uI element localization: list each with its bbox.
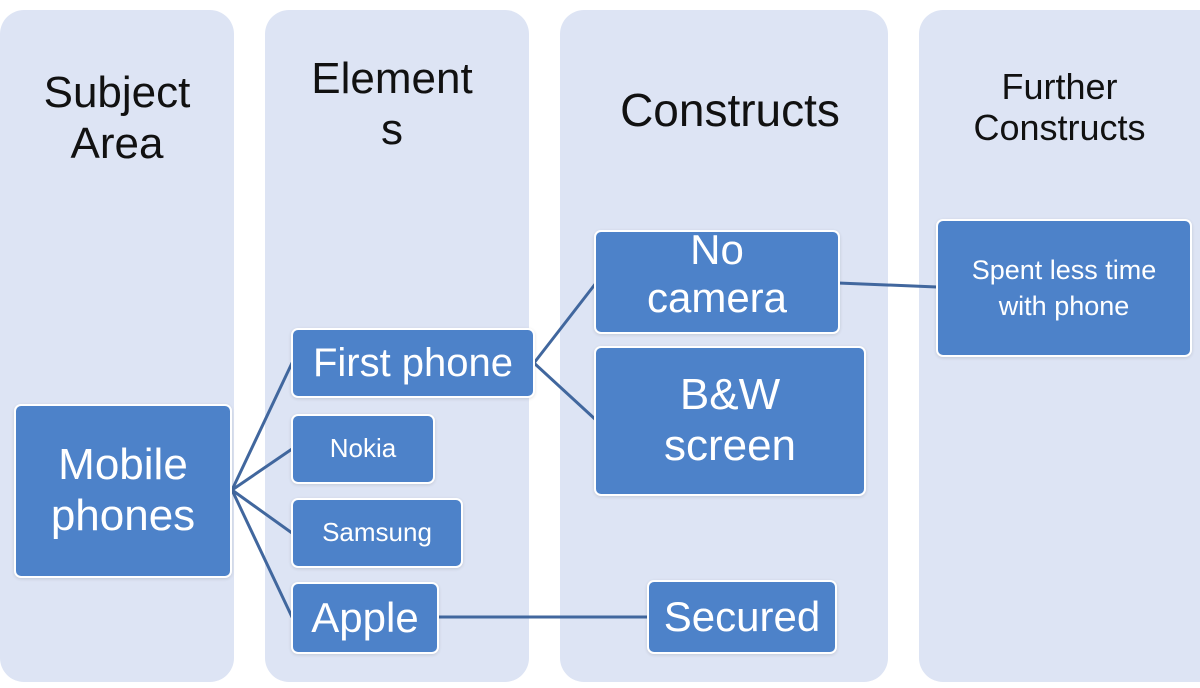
column-title-line: Further bbox=[1001, 66, 1118, 107]
column-title-line: Subject bbox=[43, 68, 191, 117]
column-title-line: Constructs bbox=[620, 84, 840, 136]
node-label-line: screen bbox=[663, 421, 797, 470]
node-bw-screen: B&W screen bbox=[594, 346, 866, 496]
node-label: Apple bbox=[311, 593, 419, 641]
column-title-further-constructs: Further Constructs bbox=[919, 66, 1200, 149]
node-label: Samsung bbox=[322, 517, 432, 548]
column-title-line: Area bbox=[70, 118, 164, 168]
node-label: First phone bbox=[312, 341, 514, 385]
node-label-line: Spent less time bbox=[971, 254, 1157, 285]
node-mobile-phones: Mobile phones bbox=[14, 404, 232, 578]
node-samsung: Samsung bbox=[291, 498, 463, 568]
node-nokia: Nokia bbox=[291, 414, 435, 484]
column-title-line: Element bbox=[311, 54, 473, 103]
node-label: Nokia bbox=[329, 433, 397, 464]
column-title-elements: Element s bbox=[265, 54, 519, 155]
node-label: Secured bbox=[663, 592, 821, 640]
node-first-phone: First phone bbox=[291, 328, 535, 398]
node-no-camera: No camera bbox=[594, 230, 840, 334]
node-secured: Secured bbox=[647, 580, 837, 654]
node-label-line: with phone bbox=[998, 291, 1130, 321]
node-spent-less-time: Spent less time with phone bbox=[936, 219, 1192, 357]
node-label-line: camera bbox=[646, 274, 788, 322]
node-label-line: No bbox=[690, 230, 744, 273]
column-title-line: s bbox=[381, 104, 403, 154]
column-title-constructs: Constructs bbox=[572, 84, 888, 137]
column-title-subject-area: Subject Area bbox=[0, 68, 234, 169]
node-label-line: B&W bbox=[679, 370, 781, 420]
node-label-line: phones bbox=[50, 491, 196, 540]
column-subject-area: Subject Area bbox=[0, 10, 234, 682]
node-apple: Apple bbox=[291, 582, 439, 654]
node-label-line: Mobile bbox=[58, 440, 188, 490]
column-title-line: Constructs bbox=[973, 107, 1146, 149]
